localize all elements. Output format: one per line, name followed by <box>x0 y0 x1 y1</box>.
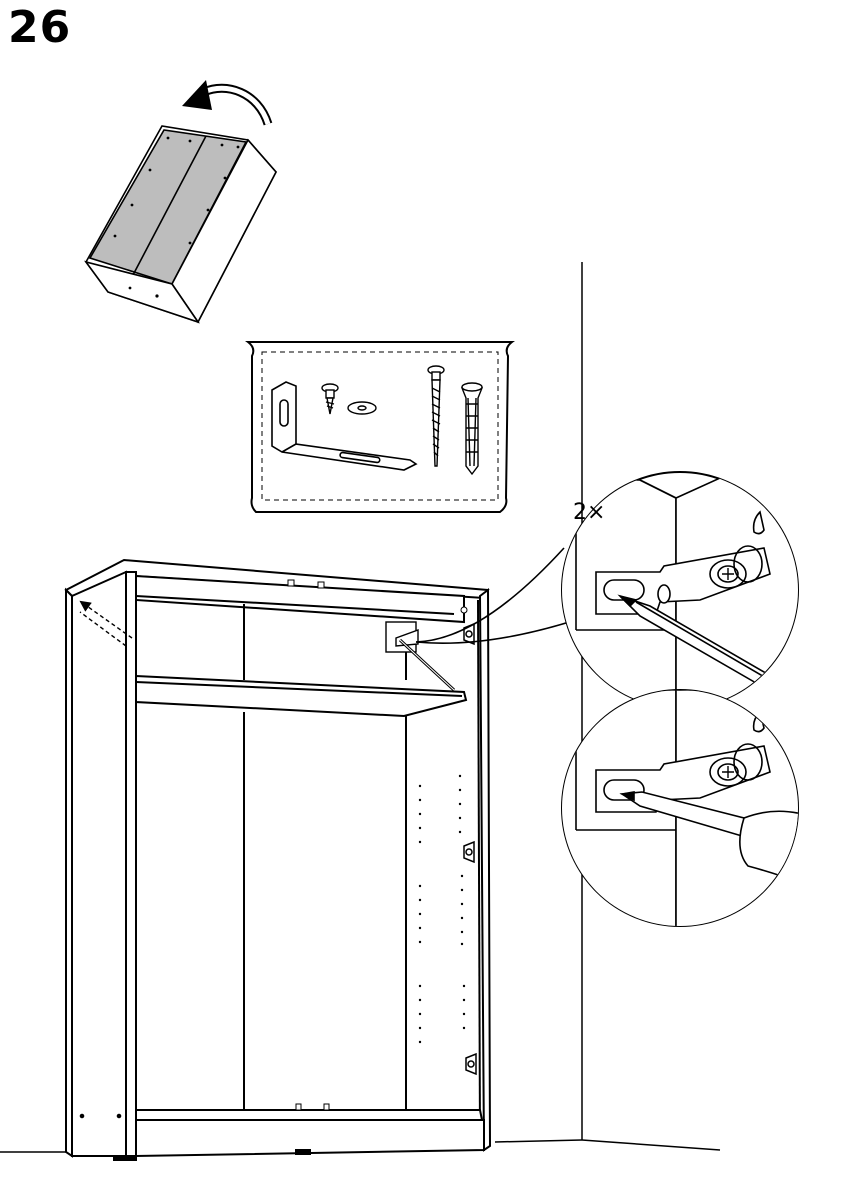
rotate-arrow-icon <box>182 80 268 124</box>
rotate-cabinet-illustration <box>86 126 276 322</box>
bracket-on-cabinet <box>386 622 454 690</box>
cabinet-frame <box>66 560 490 1160</box>
cabinet-details <box>80 580 467 1118</box>
hinge-plates <box>464 624 476 1074</box>
detail-circle-drill <box>540 690 840 940</box>
washer-part <box>348 402 376 414</box>
quantity-label: 2× <box>573 500 605 525</box>
shelf-pin-holes <box>419 775 465 1043</box>
